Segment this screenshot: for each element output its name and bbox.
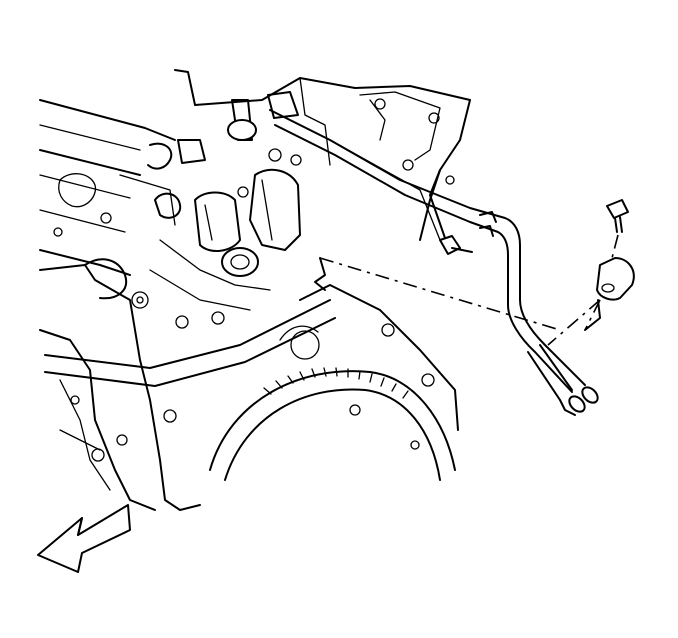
pipe-retaining-bolt: [329, 139, 473, 255]
coolant-bypass-pipe: [44, 299, 336, 387]
flywheel: [209, 367, 456, 481]
transmission-cooler-pipes: [269, 109, 599, 416]
assembly-leader-lines: [314, 257, 601, 346]
engine-block: [39, 258, 225, 511]
front-direction-arrow-icon: [37, 504, 131, 573]
bell-housing: [279, 284, 459, 431]
water-outlet: [149, 91, 302, 311]
bracket-bolt: [606, 199, 629, 263]
pipe-bracket: [596, 257, 635, 301]
left-cylinder-head: [39, 99, 176, 276]
